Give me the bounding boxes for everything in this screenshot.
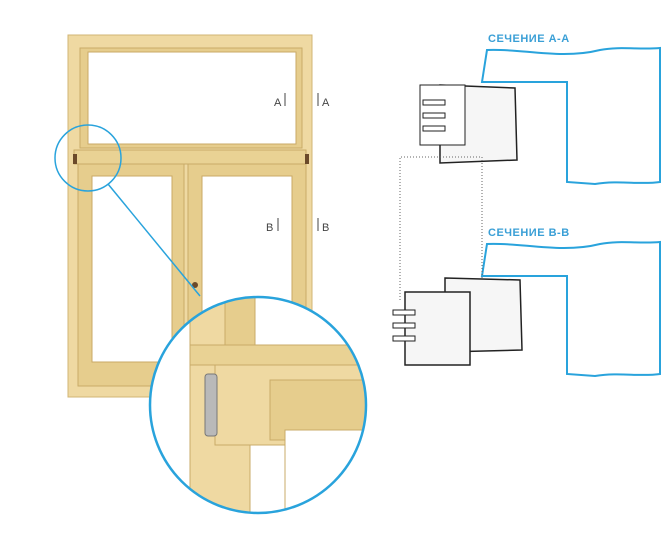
magnified-corner <box>148 295 368 515</box>
section-a-label: СЕЧЕНИЕ А-А <box>488 33 570 45</box>
marker-a-right: A <box>322 97 330 109</box>
section-markers: A A B B <box>266 93 330 234</box>
marker-b-right: B <box>322 222 329 234</box>
handle-icon <box>192 282 198 288</box>
section-b-b: СЕЧЕНИЕ В-В <box>392 156 661 378</box>
window-frame <box>67 34 313 398</box>
hinge-icon <box>73 154 77 164</box>
marker-b-left: B <box>266 222 273 234</box>
marker-a-left: A <box>274 97 282 109</box>
hinge-icon <box>204 373 218 437</box>
detail-highlight <box>54 124 122 192</box>
hinge-icon <box>305 154 309 164</box>
section-b-label: СЕЧЕНИЕ В-В <box>488 227 570 239</box>
section-a-a: СЕЧЕНИЕ А-А <box>419 33 661 186</box>
